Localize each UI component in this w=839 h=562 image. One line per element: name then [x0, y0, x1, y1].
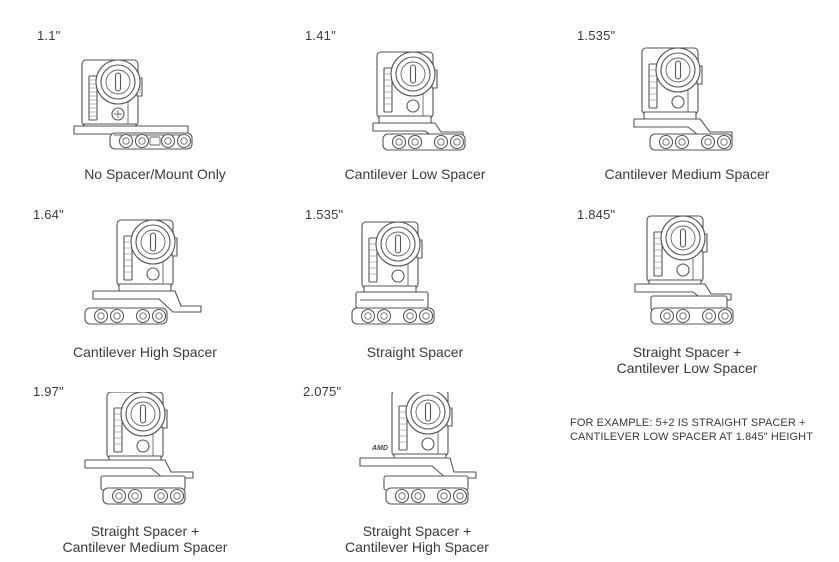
height-label-8: 2.075": [303, 384, 342, 399]
optic-illustration-mount-only: [73, 59, 193, 150]
brand-logo-text: AMD: [371, 445, 388, 452]
example-note: FOR EXAMPLE: 5+2 IS STRAIGHT SPACER + CA…: [570, 417, 814, 443]
caption-line: Cantilever Medium Spacer: [62, 539, 228, 555]
optic-illustration-cantilever-low: [372, 51, 466, 151]
optic-illustration-straight-plus-cantilever-medium: [84, 392, 194, 505]
height-label-1: 1.1": [37, 28, 61, 43]
height-label-6: 1.845": [577, 207, 616, 222]
caption-line: Straight Spacer: [366, 344, 464, 360]
caption-line: Cantilever Low Spacer: [344, 166, 486, 182]
optic-illustration-cantilever-high: [84, 219, 202, 325]
caption-cantilever-high: Cantilever High Spacer: [30, 344, 260, 360]
optic-illustration-straight-plus-cantilever-high: AMD: [359, 392, 477, 505]
height-label-4: 1.64": [33, 207, 64, 222]
brand-logo: AMD: [371, 445, 388, 452]
caption-line: Cantilever High Spacer: [73, 344, 217, 360]
optic-illustration-straight: [351, 221, 435, 325]
height-label-7: 1.97": [33, 384, 64, 399]
caption-line: Cantilever Low Spacer: [616, 360, 758, 376]
caption-line: Cantilever Medium Spacer: [604, 166, 770, 182]
optic-illustration-cantilever-medium: [633, 47, 733, 151]
height-label-2: 1.41": [305, 28, 336, 43]
optic-illustration-mount-only-sight: [81, 59, 143, 132]
caption-cantilever-low: Cantilever Low Spacer: [300, 166, 530, 182]
caption-line: Straight Spacer +: [362, 523, 472, 539]
caption-line: Straight Spacer +: [632, 344, 742, 360]
caption-mount-only: No Spacer/Mount Only: [40, 166, 270, 182]
caption-cantilever-medium: Cantilever Medium Spacer: [572, 166, 802, 182]
caption-straight-plus-cantilever-low: Straight Spacer + Cantilever Low Spacer: [572, 344, 802, 376]
caption-straight: Straight Spacer: [300, 344, 530, 360]
caption-line: No Spacer/Mount Only: [84, 166, 226, 182]
caption-straight-plus-cantilever-high: Straight Spacer + Cantilever High Spacer: [302, 523, 532, 555]
height-label-5: 1.535": [305, 207, 344, 222]
optic-illustration-straight-plus-cantilever-low: [634, 215, 734, 325]
caption-line: Straight Spacer +: [90, 523, 200, 539]
height-label-3: 1.535": [577, 28, 616, 43]
caption-line: Cantilever High Spacer: [345, 539, 489, 555]
caption-straight-plus-cantilever-medium: Straight Spacer + Cantilever Medium Spac…: [30, 523, 260, 555]
